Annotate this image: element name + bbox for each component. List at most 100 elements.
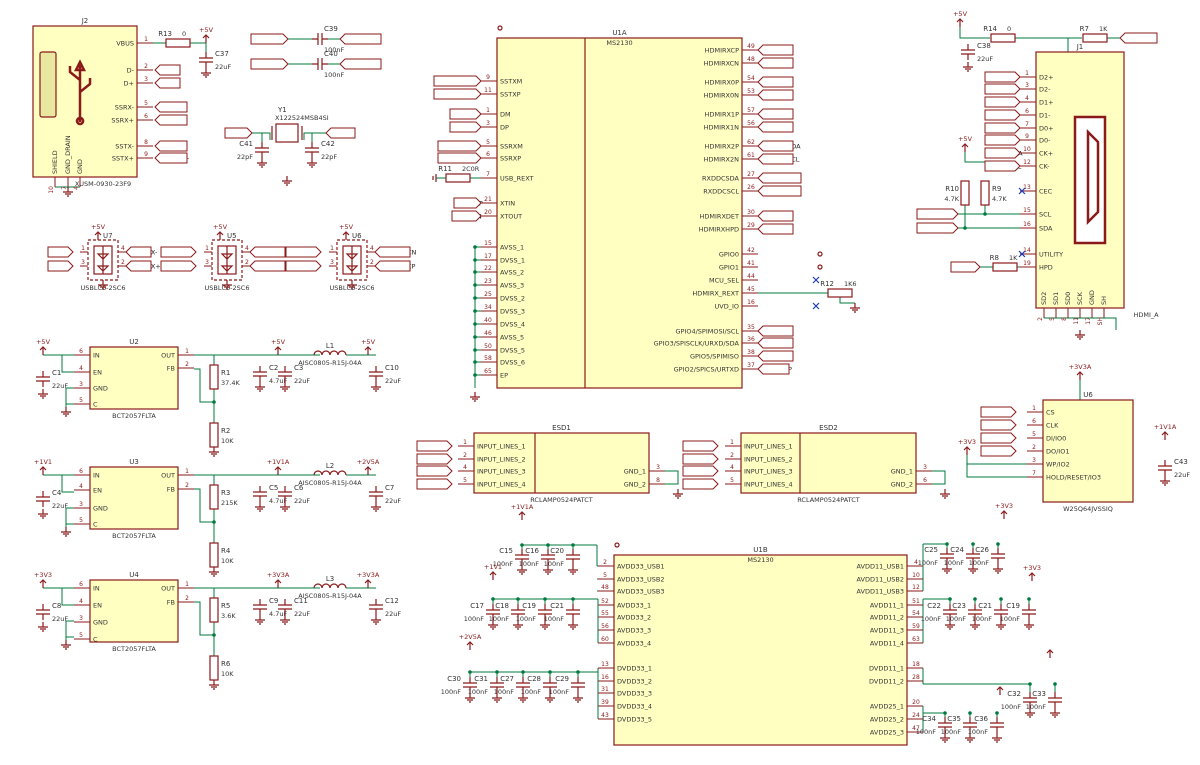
- component-value: 4.7K: [944, 195, 959, 203]
- component-value: 10K: [221, 670, 234, 678]
- capacitor-symbol: [515, 549, 529, 565]
- pin-name: DVDD33_4: [617, 703, 652, 711]
- pin-number: 38: [747, 349, 755, 356]
- component-ref: C31: [474, 675, 488, 683]
- net-tag: [757, 325, 794, 337]
- pin-number: 3: [81, 259, 85, 266]
- capacitor-symbol: [253, 599, 267, 615]
- component-value: 100nF: [544, 560, 565, 568]
- resistor-symbol: [445, 173, 471, 183]
- component-ref: C19: [1006, 602, 1020, 610]
- pin-number: 35: [747, 324, 755, 331]
- component-ref: C30: [447, 675, 461, 683]
- pin-number: 49: [747, 43, 755, 50]
- ground-symbol: [38, 509, 48, 519]
- power-label: +5V: [339, 223, 354, 231]
- pin-number: 54: [747, 75, 755, 82]
- pin-name: D2+: [1039, 74, 1054, 82]
- junction-dot: [963, 226, 967, 230]
- wire: [966, 455, 1027, 478]
- ground-symbol: [347, 280, 357, 290]
- net-tag: [757, 57, 794, 69]
- usb-port-graphic: [39, 51, 57, 118]
- pin-name: GPIO1: [719, 264, 739, 272]
- pin-name: D2-: [1039, 86, 1051, 94]
- ground-symbol: [255, 615, 265, 625]
- pin-number: 1: [463, 439, 467, 446]
- net-tag: [416, 453, 453, 465]
- component-value: 22uF: [1174, 471, 1190, 479]
- pin-name: DM: [500, 111, 511, 119]
- capacitor-symbol: [994, 604, 1008, 620]
- pin-number: 7: [1032, 470, 1036, 477]
- net-tag: [437, 152, 482, 164]
- capacitor-symbol: [511, 604, 525, 620]
- pin-number: 1: [185, 468, 189, 475]
- resistor-symbol: [209, 364, 219, 390]
- pin-number: 2: [1037, 317, 1044, 321]
- pin-number: 36: [747, 336, 755, 343]
- component-value: 100nF: [946, 615, 967, 623]
- power-label: +5V: [271, 338, 286, 346]
- net-tag: [757, 185, 802, 197]
- net-tag: [224, 127, 253, 139]
- pin-number: 1: [1032, 405, 1036, 412]
- pin-number: 61: [747, 152, 755, 159]
- pin-number: 3: [486, 120, 490, 127]
- capacitor-symbol: [990, 717, 1004, 733]
- component-ref: C5: [269, 484, 278, 492]
- power-label: +1V1A: [1154, 423, 1177, 431]
- ground-symbol: [257, 158, 267, 168]
- no-connect-marker: [812, 302, 820, 310]
- net-tag: [984, 134, 1021, 146]
- capacitor-symbol: [991, 548, 1005, 564]
- power-label: +3V3: [958, 438, 976, 446]
- component-ref: L3: [326, 575, 334, 583]
- pin-number: 6: [79, 468, 83, 475]
- pin-number: 11: [484, 87, 492, 94]
- component-ref: ESD2: [819, 424, 838, 432]
- net-tag: [125, 246, 152, 258]
- junction-dot: [971, 542, 975, 546]
- ground-symbol: [280, 615, 290, 625]
- crystal-symbol: [275, 123, 299, 143]
- pin-number: 52: [601, 598, 609, 605]
- component-value: 22uF: [215, 63, 231, 71]
- component-value: 4.7uF: [269, 497, 287, 505]
- resistor-symbol: [209, 655, 219, 681]
- component-value: 22pF: [237, 153, 253, 161]
- pin-number: 47: [912, 725, 920, 732]
- ground-symbol: [992, 733, 1002, 743]
- component-ref: C1: [52, 369, 61, 377]
- component-value: 4.7K: [992, 195, 1007, 203]
- power-label: +3V3: [34, 571, 52, 579]
- pin-name: INPUT_LINES_2: [744, 456, 793, 464]
- wires: [43, 27, 1120, 732]
- pin-number: 2: [185, 595, 189, 602]
- component-ref: C21: [978, 602, 992, 610]
- wire: [665, 470, 679, 485]
- pin-name: MCU_SEL: [709, 277, 739, 285]
- pin-number: 8: [1061, 317, 1068, 321]
- wire: [61, 588, 74, 606]
- junction-dot: [473, 296, 477, 300]
- pin-name: IN: [93, 472, 100, 480]
- pin-name: GND_2: [891, 481, 913, 489]
- ground-symbol: [1075, 330, 1085, 340]
- component-ref: C25: [924, 546, 938, 554]
- power-label: +5V: [91, 223, 106, 231]
- net-tag: [339, 58, 382, 70]
- component-ref: U5: [227, 232, 237, 240]
- power-label: +3V3: [1023, 564, 1041, 572]
- capacitor-symbol: [199, 52, 213, 68]
- power-flag: [1000, 510, 1008, 519]
- pin-name: SCL: [1039, 211, 1052, 219]
- pin-number: 2: [603, 559, 607, 566]
- power-flag: [39, 466, 47, 475]
- capacitor-symbol: [968, 604, 982, 620]
- junction-dot: [212, 400, 216, 404]
- component-ref: R10: [945, 185, 959, 193]
- capacitor-symbol: [966, 548, 980, 564]
- pin-name: EP: [500, 372, 508, 380]
- power-label: +5V: [953, 10, 968, 18]
